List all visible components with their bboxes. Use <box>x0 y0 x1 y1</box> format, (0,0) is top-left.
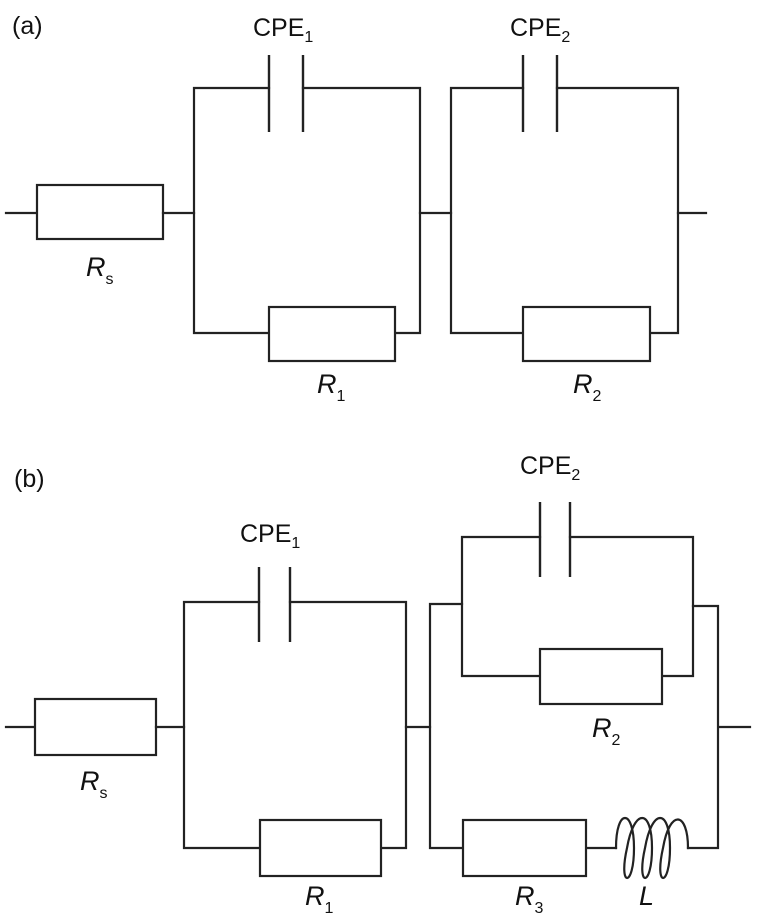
label-r1-a: R1 <box>317 369 346 405</box>
resistor-r2-a <box>521 305 652 363</box>
label-r2-a: R2 <box>573 369 602 405</box>
resistor-rs-b <box>33 697 158 757</box>
panel-a-label: (a) <box>12 12 43 40</box>
circuit-b: (b) Rs CPE1 R1 CPE <box>4 452 752 917</box>
label-r2-b: R2 <box>592 713 621 749</box>
resistor-r1-b <box>258 818 383 878</box>
outer-branch-frame-b <box>428 602 752 850</box>
resistor-rs-a <box>35 183 165 241</box>
block1-frame-b <box>182 600 408 850</box>
label-rs-b: Rs <box>80 766 108 802</box>
block1-frame-a <box>192 86 422 335</box>
label-cpe2-b: CPE2 <box>520 452 580 484</box>
panel-b-label: (b) <box>14 465 45 493</box>
resistor-r2-b <box>538 647 664 706</box>
label-rs-a: Rs <box>86 252 114 288</box>
resistor-r3-b <box>461 818 588 878</box>
label-cpe1-b: CPE1 <box>240 520 300 552</box>
label-cpe1-a: CPE1 <box>253 14 313 46</box>
label-l-b: L <box>639 881 654 911</box>
label-r1-b: R1 <box>305 881 334 917</box>
label-cpe2-a: CPE2 <box>510 14 570 46</box>
resistor-r1-a <box>267 305 397 363</box>
inner-parallel-frame-b <box>460 535 695 678</box>
inductor-l-b <box>614 816 690 880</box>
label-r3-b: R3 <box>515 881 544 917</box>
circuit-a: (a) Rs CPE1 R1 CPE2 R2 <box>4 12 708 405</box>
block2-frame-a <box>449 86 680 335</box>
